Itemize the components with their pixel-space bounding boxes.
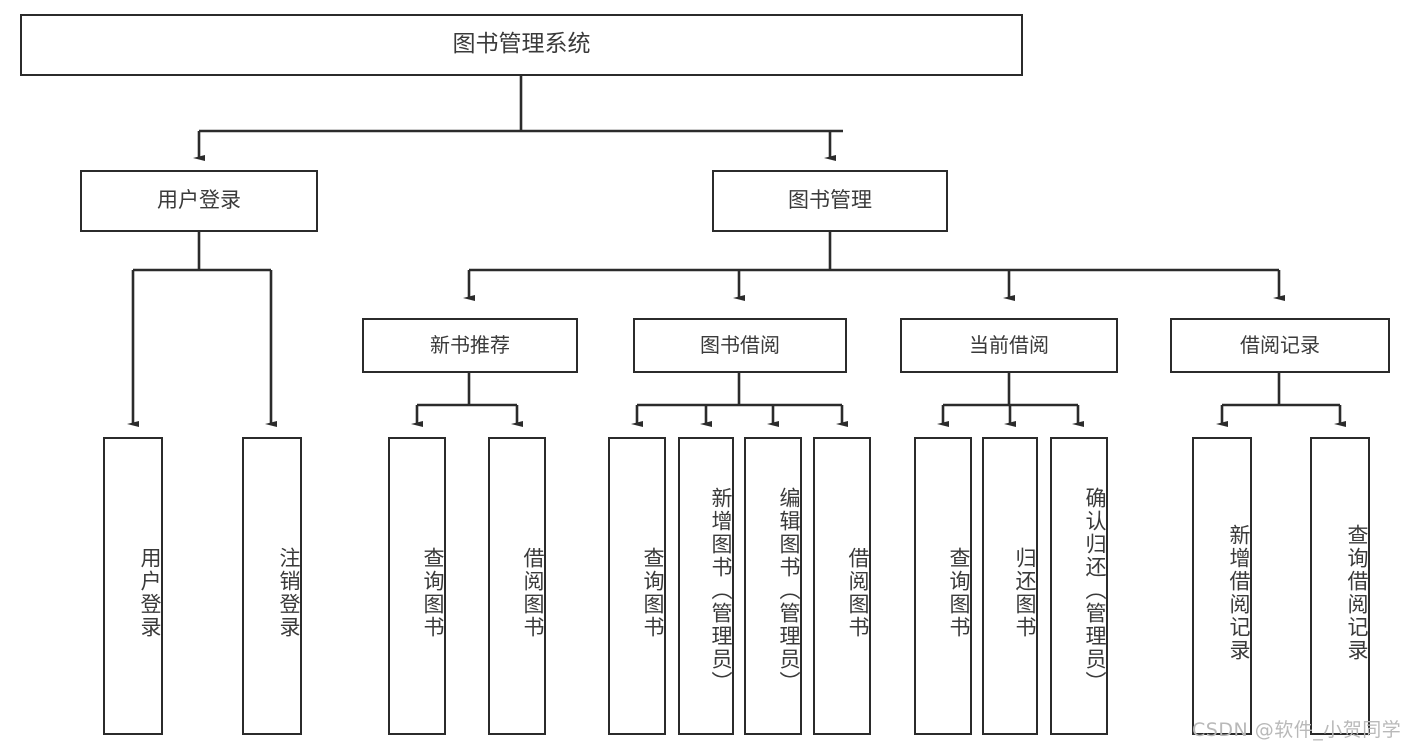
node-leaf-borrow-book[interactable]: 借阅图书 bbox=[813, 437, 871, 735]
node-book-borrow[interactable]: 图书借阅 bbox=[633, 318, 847, 373]
node-borrow-record[interactable]: 借阅记录 bbox=[1170, 318, 1390, 373]
node-book-management[interactable]: 图书管理 bbox=[712, 170, 948, 232]
node-current-borrow[interactable]: 当前借阅 bbox=[900, 318, 1118, 373]
csdn-watermark: CSDN @软件_小贺同学 bbox=[1192, 719, 1402, 741]
node-leaf-query-borrow-record[interactable]: 查询借阅记录 bbox=[1310, 437, 1370, 735]
node-leaf-edit-book-admin[interactable]: 编辑图书（管理员） bbox=[744, 437, 802, 735]
node-leaf-add-borrow-record[interactable]: 新增借阅记录 bbox=[1192, 437, 1252, 735]
node-leaf-user-login[interactable]: 用户登录 bbox=[103, 437, 163, 735]
node-leaf-logout[interactable]: 注销登录 bbox=[242, 437, 302, 735]
node-leaf-return-book[interactable]: 归还图书 bbox=[982, 437, 1038, 735]
node-user-login[interactable]: 用户登录 bbox=[80, 170, 318, 232]
node-leaf-borrow-book-recommend[interactable]: 借阅图书 bbox=[488, 437, 546, 735]
node-leaf-add-book-admin[interactable]: 新增图书（管理员） bbox=[678, 437, 734, 735]
node-root-book-management-system[interactable]: 图书管理系统 bbox=[20, 14, 1023, 76]
node-leaf-query-book-borrow[interactable]: 查询图书 bbox=[608, 437, 666, 735]
node-leaf-confirm-return-admin[interactable]: 确认归还（管理员） bbox=[1050, 437, 1108, 735]
node-leaf-query-book-current[interactable]: 查询图书 bbox=[914, 437, 972, 735]
node-leaf-query-book-recommend[interactable]: 查询图书 bbox=[388, 437, 446, 735]
node-new-book-recommend[interactable]: 新书推荐 bbox=[362, 318, 578, 373]
